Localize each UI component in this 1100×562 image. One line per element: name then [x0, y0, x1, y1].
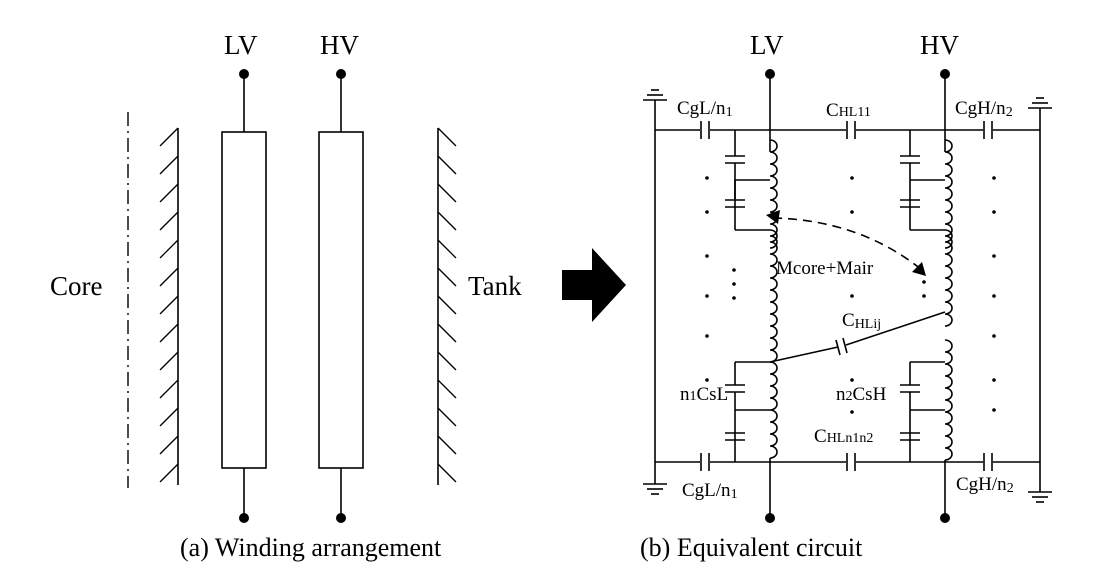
lv-series-cap-ladder-top — [725, 130, 770, 231]
cgh-top-label: CgH/n2 — [955, 98, 1013, 120]
hv-label-b: HV — [920, 30, 959, 60]
caption-a: (a) Winding arrangement — [180, 533, 442, 562]
hv-label-a: HV — [320, 30, 359, 60]
continuation-dots — [705, 176, 996, 414]
tank-label: Tank — [468, 271, 522, 301]
hv-winding — [318, 69, 364, 523]
chlij-label: CHLij — [842, 310, 881, 332]
lv-coil-chain — [769, 139, 778, 462]
chlij-capacitor — [769, 311, 946, 363]
core-label: Core — [50, 271, 103, 301]
cgh-bottom-capacitor — [983, 453, 993, 471]
hv-series-cap-ladder-top — [900, 130, 945, 231]
ground-symbol-bottom-right — [1028, 462, 1052, 503]
panel-a-winding-arrangement: Core LV — [50, 30, 522, 562]
chl11-capacitor — [846, 121, 856, 139]
n2csh-label: n2CsH — [836, 384, 887, 405]
chl11-label: CHL11 — [826, 100, 871, 121]
chln1n2-label: CHLn1n2 — [814, 426, 873, 447]
hv-terminal-b — [940, 69, 950, 523]
cgl-bottom-label: CgL/n1 — [682, 480, 738, 502]
lv-series-cap-ladder-bottom — [725, 361, 770, 462]
mutual-label: Mcore+Mair — [776, 258, 874, 279]
lv-terminal-b — [765, 69, 775, 523]
panel-b-equivalent-circuit: LV HV — [640, 30, 1052, 562]
transform-arrow — [562, 248, 626, 322]
n1csl-label: n1CsL — [680, 384, 728, 405]
ground-symbol-top-right — [1028, 97, 1052, 130]
cgl-top-capacitor — [700, 121, 710, 139]
cgh-top-capacitor — [983, 121, 993, 139]
lv-label-b: LV — [750, 30, 784, 60]
cgl-bottom-capacitor — [700, 453, 710, 471]
hv-coil-chain — [944, 139, 953, 462]
chln1n2-capacitor — [846, 453, 856, 471]
lv-label-a: LV — [224, 30, 258, 60]
cgh-bottom-label: CgH/n2 — [956, 474, 1014, 496]
cgl-top-label: CgL/n1 — [677, 98, 733, 120]
hv-series-cap-ladder-bottom — [900, 361, 945, 462]
caption-b: (b) Equivalent circuit — [640, 533, 863, 562]
ground-symbol-top-left — [643, 89, 667, 130]
ground-symbol-bottom-left — [643, 462, 667, 495]
tank-boundary-hatched — [437, 127, 457, 485]
lv-winding — [221, 69, 267, 523]
mutual-coupling-arrow — [766, 210, 926, 276]
core-boundary-hatched — [159, 127, 179, 485]
